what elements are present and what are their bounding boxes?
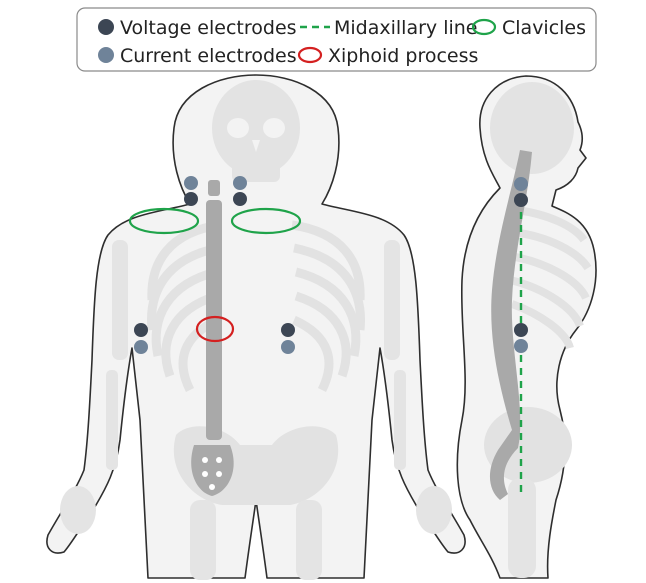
current-electrode-side-neck	[514, 177, 528, 191]
front-view	[47, 75, 465, 580]
legend-current-marker	[98, 47, 114, 63]
voltage-electrode-side-mid	[514, 323, 528, 337]
current-electrode-neck-right	[233, 176, 247, 190]
side-leg-bone	[508, 478, 536, 578]
voltage-electrode-side-neck	[514, 193, 528, 207]
voltage-electrode-left-side	[134, 323, 148, 337]
legend-clavicles-label: Clavicles	[502, 17, 586, 39]
legend-midaxillary-label: Midaxillary line	[334, 17, 477, 39]
voltage-electrode-upper-left	[184, 192, 198, 206]
current-electrode-left-side	[134, 340, 148, 354]
side-view	[457, 76, 596, 578]
side-skull	[490, 82, 574, 174]
legend-xiphoid-label: Xiphoid process	[328, 45, 478, 67]
legend-current-label: Current electrodes	[120, 45, 297, 67]
legend: Voltage electrodes Midaxillary line Clav…	[77, 8, 596, 71]
current-electrode-right-side	[281, 340, 295, 354]
current-electrode-side-lower	[514, 339, 528, 353]
current-electrode-neck-left	[184, 176, 198, 190]
voltage-electrode-right-side	[281, 323, 295, 337]
legend-voltage-marker	[98, 19, 114, 35]
front-leg-bones	[190, 500, 322, 580]
voltage-electrode-upper-right	[233, 192, 247, 206]
legend-voltage-label: Voltage electrodes	[120, 17, 297, 39]
